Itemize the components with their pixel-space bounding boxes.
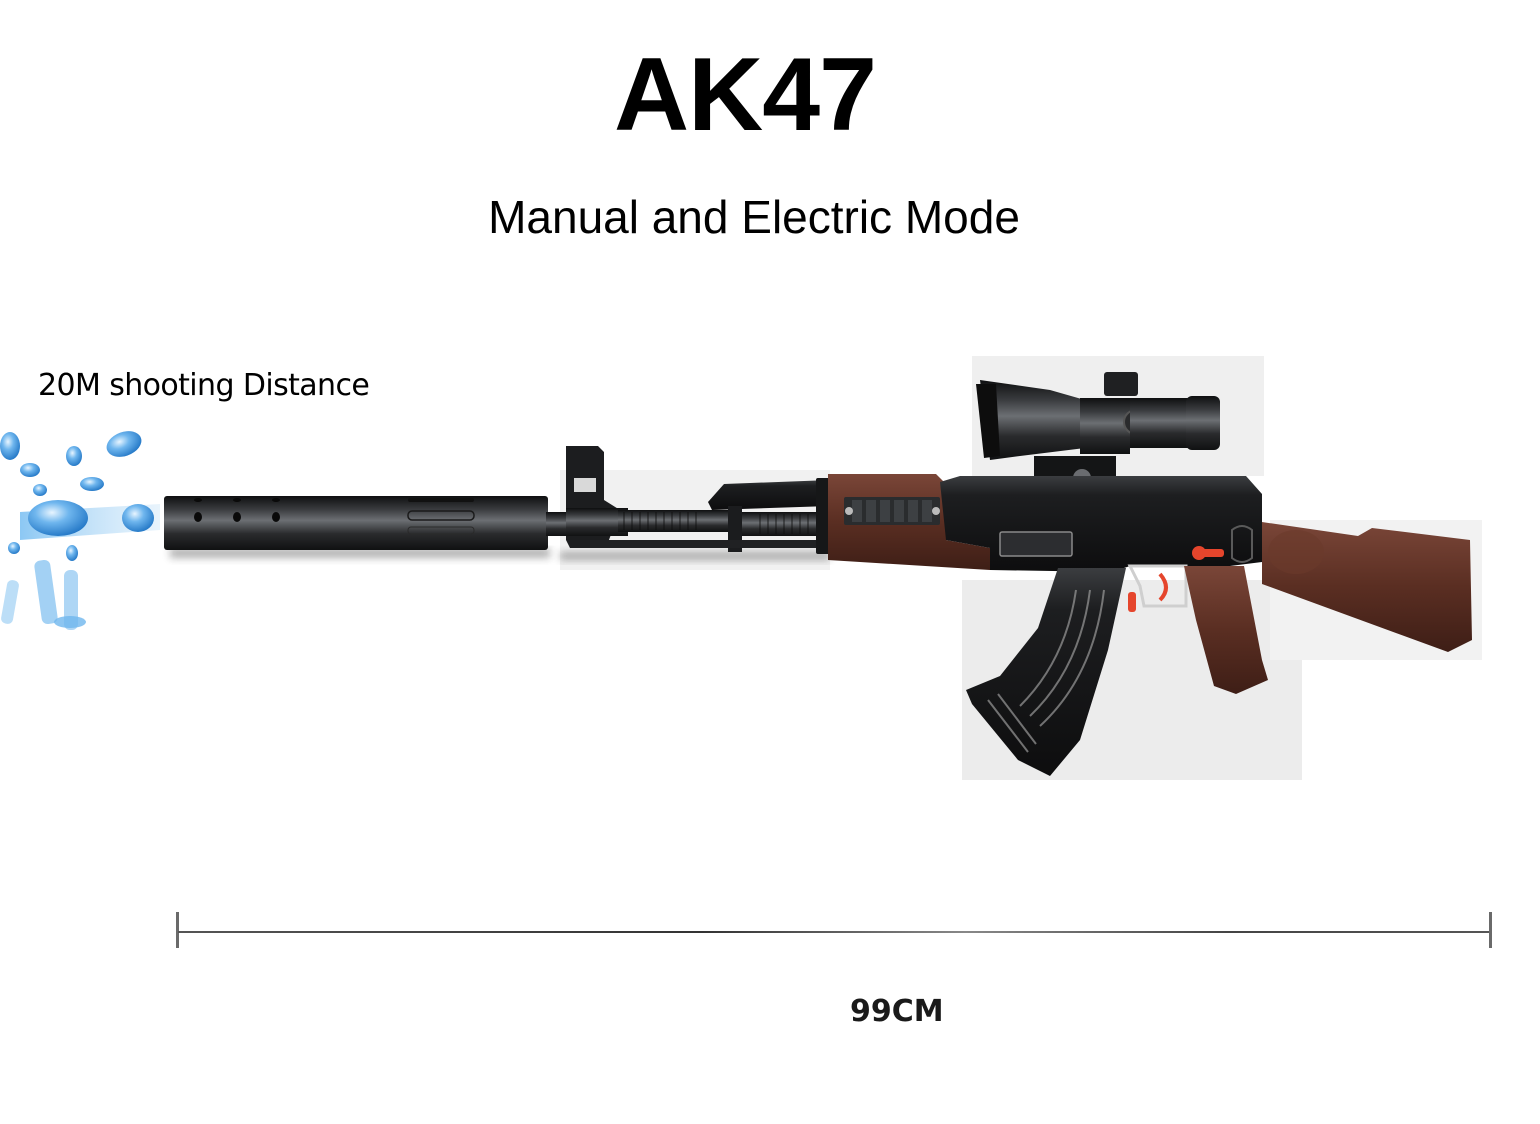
receiver — [940, 476, 1262, 572]
length-dimension-line — [176, 908, 1492, 952]
length-label: 99CM — [850, 994, 944, 1029]
handguard-rail — [828, 474, 990, 570]
pistol-grip — [1184, 566, 1268, 694]
front-sight — [546, 446, 628, 548]
ruler-right-tick — [1489, 912, 1492, 948]
gas-tube-and-barrel — [590, 478, 830, 554]
ruler-line — [178, 931, 1490, 933]
rifle-shadow — [170, 548, 830, 560]
suppressor — [164, 496, 548, 550]
product-image — [0, 340, 1540, 800]
magazine — [966, 568, 1126, 776]
ruler-left-tick — [176, 912, 179, 948]
water-bead-spray-icon — [0, 431, 160, 630]
trigger — [1127, 564, 1188, 612]
shooting-distance-label: 20M shooting Distance — [38, 368, 370, 403]
stock — [1262, 522, 1472, 652]
product-title: AK47 — [614, 37, 877, 153]
product-subtitle: Manual and Electric Mode — [488, 191, 1020, 243]
